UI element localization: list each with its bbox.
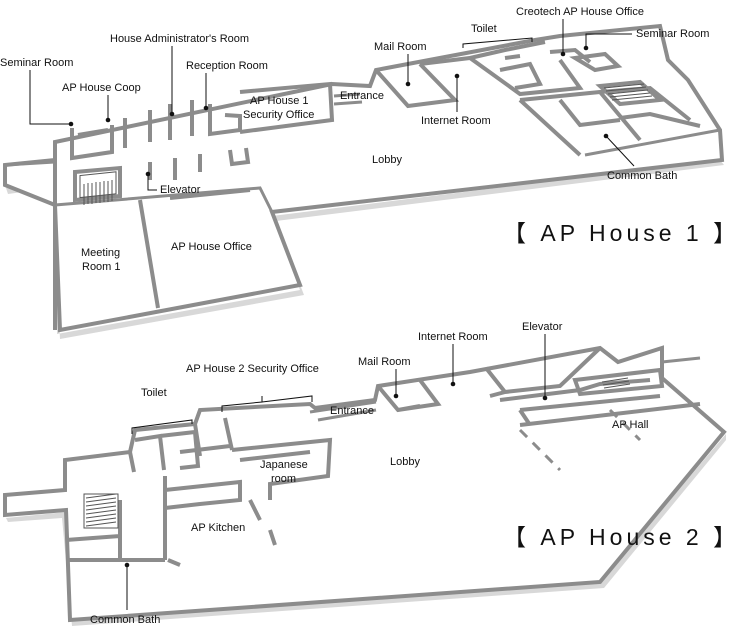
label-toilet-1: Toilet [471, 23, 497, 35]
ap-house-1-title: 【 AP House 1 】 [503, 220, 730, 246]
label-japanese-room-line1: Japanese [260, 459, 308, 471]
label-internet-room-2: Internet Room [418, 331, 488, 343]
label-seminar-room-left: Seminar Room [0, 57, 73, 69]
label-entrance-2: Entrance [330, 405, 374, 417]
label-elevator-1: Elevator [160, 184, 201, 196]
ap-house-2-right-rooms [376, 346, 701, 427]
ap-house-2-corridor [4, 356, 701, 517]
label-ap-kitchen: AP Kitchen [191, 522, 245, 534]
label-meeting-room-line2: Room 1 [82, 261, 121, 273]
label-elevator-2: Elevator [522, 321, 563, 333]
label-mail-room-1: Mail Room [374, 41, 427, 53]
label-house-admin-room: House Administrator's Room [110, 33, 249, 45]
label-common-bath-2: Common Bath [90, 614, 160, 626]
label-internet-room-1: Internet Room [421, 115, 491, 127]
label-meeting-room-line1: Meeting [81, 247, 120, 259]
label-ap-house-coop: AP House Coop [62, 82, 141, 94]
label-security-office-1-line1: AP House 1 [250, 95, 309, 107]
ap-house-1-plan: Seminar Room AP House Coop House Adminis… [0, 6, 730, 339]
ap-house-1-corridor [4, 128, 721, 213]
label-security-office-2: AP House 2 Security Office [186, 363, 319, 375]
label-toilet-2: Toilet [141, 387, 167, 399]
label-creotech-office: Creotech AP House Office [516, 6, 644, 18]
ap-house-1-right-rooms [374, 40, 701, 157]
ap-house-2-left-rooms [65, 417, 333, 562]
label-lobby-1: Lobby [372, 154, 402, 166]
ap-house-2-ap-hall-divider [518, 408, 642, 472]
ap-house-2-kitchen-wall [167, 499, 277, 567]
ap-house-2-stairs [85, 493, 117, 527]
ap-house-2-title: 【 AP House 2 】 [503, 524, 730, 550]
label-common-bath-1: Common Bath [607, 170, 677, 182]
ap-house-1-elevator-block [73, 147, 251, 203]
ap-house-2-plan: Toilet AP House 2 Security Office Mail R… [3, 321, 730, 626]
ap-house-1-left-rooms [53, 81, 335, 205]
ap-house-1-entrance-door [333, 92, 363, 106]
ap-house-1-lower-rooms [53, 188, 251, 330]
label-ap-house-office: AP House Office [171, 241, 252, 253]
label-reception-room: Reception Room [186, 60, 268, 72]
label-entrance-1: Entrance [340, 90, 384, 102]
ap-house-2-right-stairs [601, 377, 631, 389]
label-mail-room-2: Mail Room [358, 356, 411, 368]
label-lobby-2: Lobby [390, 456, 420, 468]
ap-house-1-right-stairs [603, 83, 653, 101]
label-seminar-room-right: Seminar Room [636, 28, 709, 40]
ap-house-1-stairs [79, 171, 117, 205]
label-security-office-1-line2: Security Office [243, 109, 314, 121]
ap-house-2-floor [3, 345, 727, 623]
label-ap-hall: AP Hall [612, 419, 648, 431]
label-japanese-room-line2: room [271, 473, 296, 485]
